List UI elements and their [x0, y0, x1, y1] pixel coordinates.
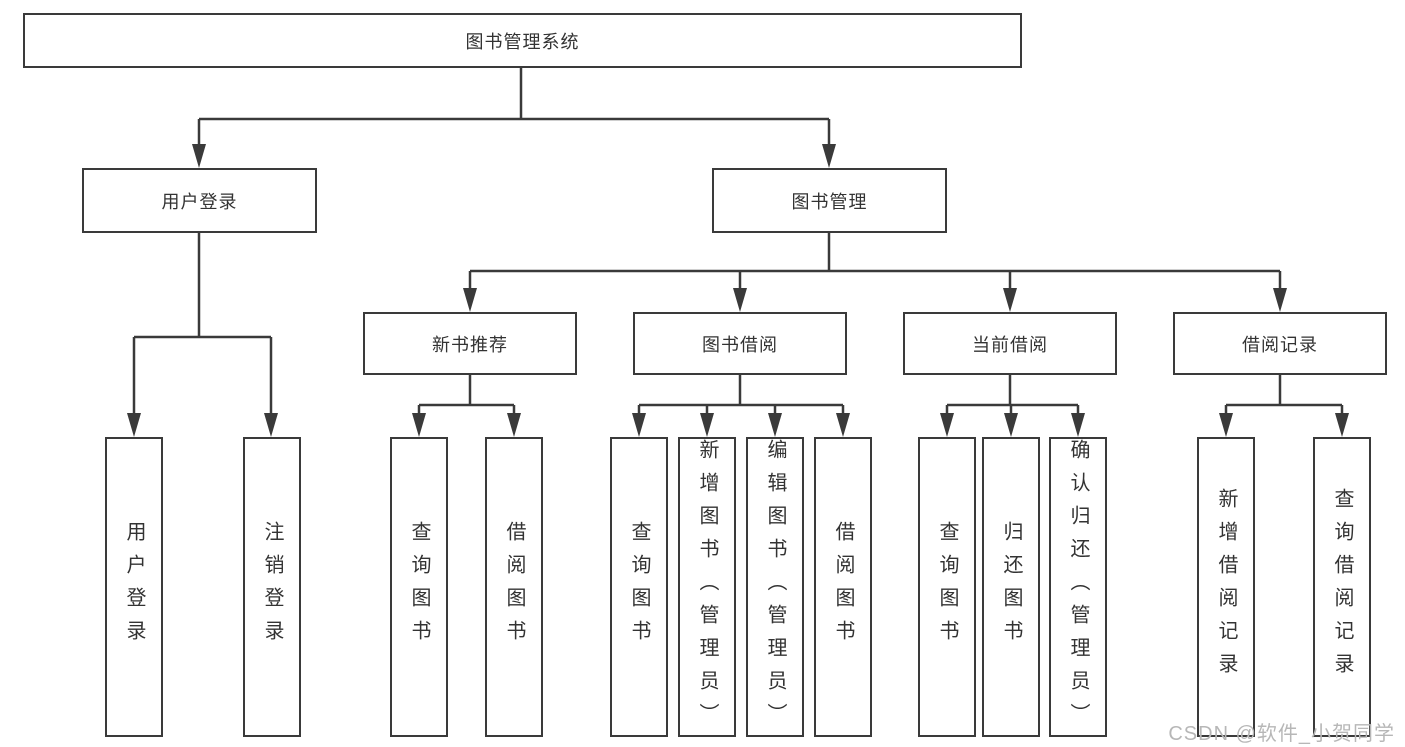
leaf-edit-book-admin: 编辑图书（管理员）: [746, 437, 804, 737]
node-user-login: 用户登录: [82, 168, 317, 233]
node-current-borrowing: 当前借阅: [903, 312, 1117, 375]
leaf-borrow-books-borrowing: 借阅图书: [814, 437, 872, 737]
leaf-label: 借阅图书: [503, 521, 525, 653]
connector-root-to-level1: [192, 68, 836, 168]
leaf-add-borrow-record: 新增借阅记录: [1197, 437, 1255, 737]
leaf-label: 确认归还（管理员）: [1067, 438, 1089, 736]
leaf-label: 查询借阅记录: [1331, 488, 1353, 686]
leaf-return-books: 归还图书: [982, 437, 1040, 737]
connector-book-management-children: [463, 233, 1287, 312]
leaf-label: 借阅图书: [832, 521, 854, 653]
node-label: 借阅记录: [1242, 334, 1318, 355]
node-book-management: 图书管理: [712, 168, 947, 233]
leaf-query-books-current: 查询图书: [918, 437, 976, 737]
leaf-label: 新增借阅记录: [1215, 488, 1237, 686]
leaf-label: 查询图书: [408, 521, 430, 653]
node-book-borrowing: 图书借阅: [633, 312, 847, 375]
node-label: 图书管理系统: [465, 31, 580, 52]
leaf-query-books-borrowing: 查询图书: [610, 437, 668, 737]
node-borrowing-records: 借阅记录: [1173, 312, 1387, 375]
node-label: 用户登录: [161, 191, 238, 212]
leaf-label: 归还图书: [1000, 521, 1022, 653]
node-label: 当前借阅: [972, 334, 1048, 355]
leaf-label: 新增图书（管理员）: [696, 438, 718, 736]
node-new-book-recommendation: 新书推荐: [363, 312, 577, 375]
connector-borrowing-records-children: [1219, 375, 1349, 437]
leaf-label: 查询图书: [936, 521, 958, 653]
leaf-confirm-return-admin: 确认归还（管理员）: [1049, 437, 1107, 737]
node-label: 新书推荐: [432, 334, 508, 355]
node-library-management-system: 图书管理系统: [23, 13, 1022, 68]
connector-new-book-children: [412, 375, 521, 437]
leaf-user-login: 用户登录: [105, 437, 163, 737]
leaf-query-books-recommend: 查询图书: [390, 437, 448, 737]
leaf-add-book-admin: 新增图书（管理员）: [678, 437, 736, 737]
leaf-label: 用户登录: [123, 521, 145, 653]
csdn-watermark: CSDN @软件_小贺同学: [1168, 723, 1395, 745]
leaf-label: 查询图书: [628, 521, 650, 653]
node-label: 图书管理: [791, 191, 868, 212]
connector-current-borrowing-children: [940, 375, 1085, 437]
connector-user-login-children: [127, 233, 278, 437]
connector-book-borrowing-children: [632, 375, 850, 437]
leaf-label: 编辑图书（管理员）: [764, 438, 786, 736]
leaf-logout: 注销登录: [243, 437, 301, 737]
leaf-label: 注销登录: [261, 521, 283, 653]
node-label: 图书借阅: [702, 334, 778, 355]
leaf-borrow-books-recommend: 借阅图书: [485, 437, 543, 737]
leaf-query-borrow-record: 查询借阅记录: [1313, 437, 1371, 737]
